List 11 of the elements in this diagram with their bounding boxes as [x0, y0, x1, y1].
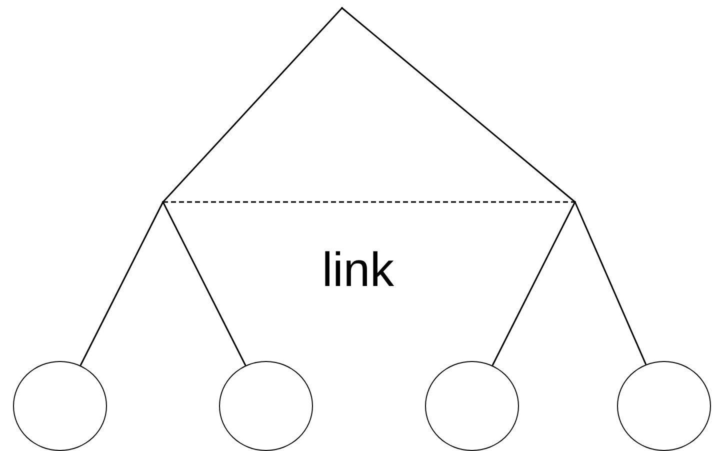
tree-line	[574, 202, 647, 365]
tree-line	[162, 202, 246, 366]
tree-line	[342, 7, 576, 203]
dashed-link-line	[163, 201, 575, 203]
leaf-circle	[617, 361, 711, 451]
tree-line	[492, 202, 576, 366]
leaf-circle	[13, 361, 107, 451]
leaf-circle	[425, 361, 519, 451]
tree-line	[80, 202, 164, 366]
tree-line	[162, 8, 343, 202]
leaf-circle	[219, 361, 313, 451]
